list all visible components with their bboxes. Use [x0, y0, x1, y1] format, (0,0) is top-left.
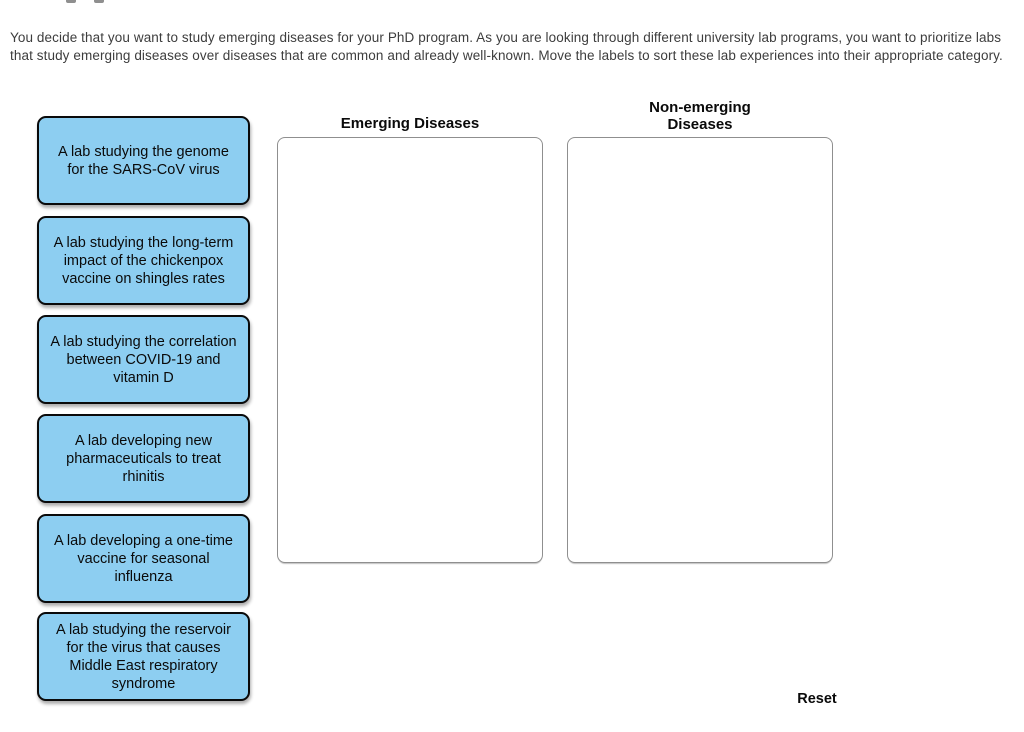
category-title-emerging-diseases: Emerging Diseases [277, 115, 543, 133]
drag-label-influenza-vaccine[interactable]: A lab developing a one-time vaccine for … [37, 514, 250, 603]
cropped-text-fragment [94, 0, 104, 3]
drag-label-sars-cov-genome[interactable]: A lab studying the genome for the SARS-C… [37, 116, 250, 205]
category-title-line: Emerging Diseases [340, 115, 480, 132]
cropped-text-fragment [66, 0, 76, 3]
category-title-line: Diseases [667, 115, 733, 133]
instructions-text: You decide that you want to study emergi… [10, 30, 1003, 63]
drag-label-mers-reservoir[interactable]: A lab studying the reservoir for the vir… [37, 612, 250, 701]
drag-label-text: A lab studying the genome for the SARS-C… [58, 143, 229, 178]
category-title-non-emerging-diseases: Non-emerging Diseases [567, 99, 833, 133]
category-title-line: Non-emerging [649, 99, 751, 116]
dropzone-non-emerging-diseases[interactable] [567, 137, 833, 563]
drag-label-text: A lab developing new pharmaceuticals to … [66, 432, 221, 485]
dropzone-emerging-diseases[interactable] [277, 137, 543, 563]
drag-label-covid19-vitamin-d[interactable]: A lab studying the correlation between C… [37, 315, 250, 404]
drag-label-text: A lab studying the correlation between C… [50, 333, 237, 386]
drag-label-text: A lab studying the reservoir for the vir… [56, 621, 231, 692]
drag-label-rhinitis-pharmaceuticals[interactable]: A lab developing new pharmaceuticals to … [37, 414, 250, 503]
reset-button[interactable]: Reset [797, 691, 837, 707]
drag-label-text: A lab developing a one-time vaccine for … [54, 532, 233, 585]
drag-label-chickenpox-vaccine[interactable]: A lab studying the long-term impact of t… [37, 216, 250, 305]
drag-label-text: A lab studying the long-term impact of t… [53, 234, 234, 287]
